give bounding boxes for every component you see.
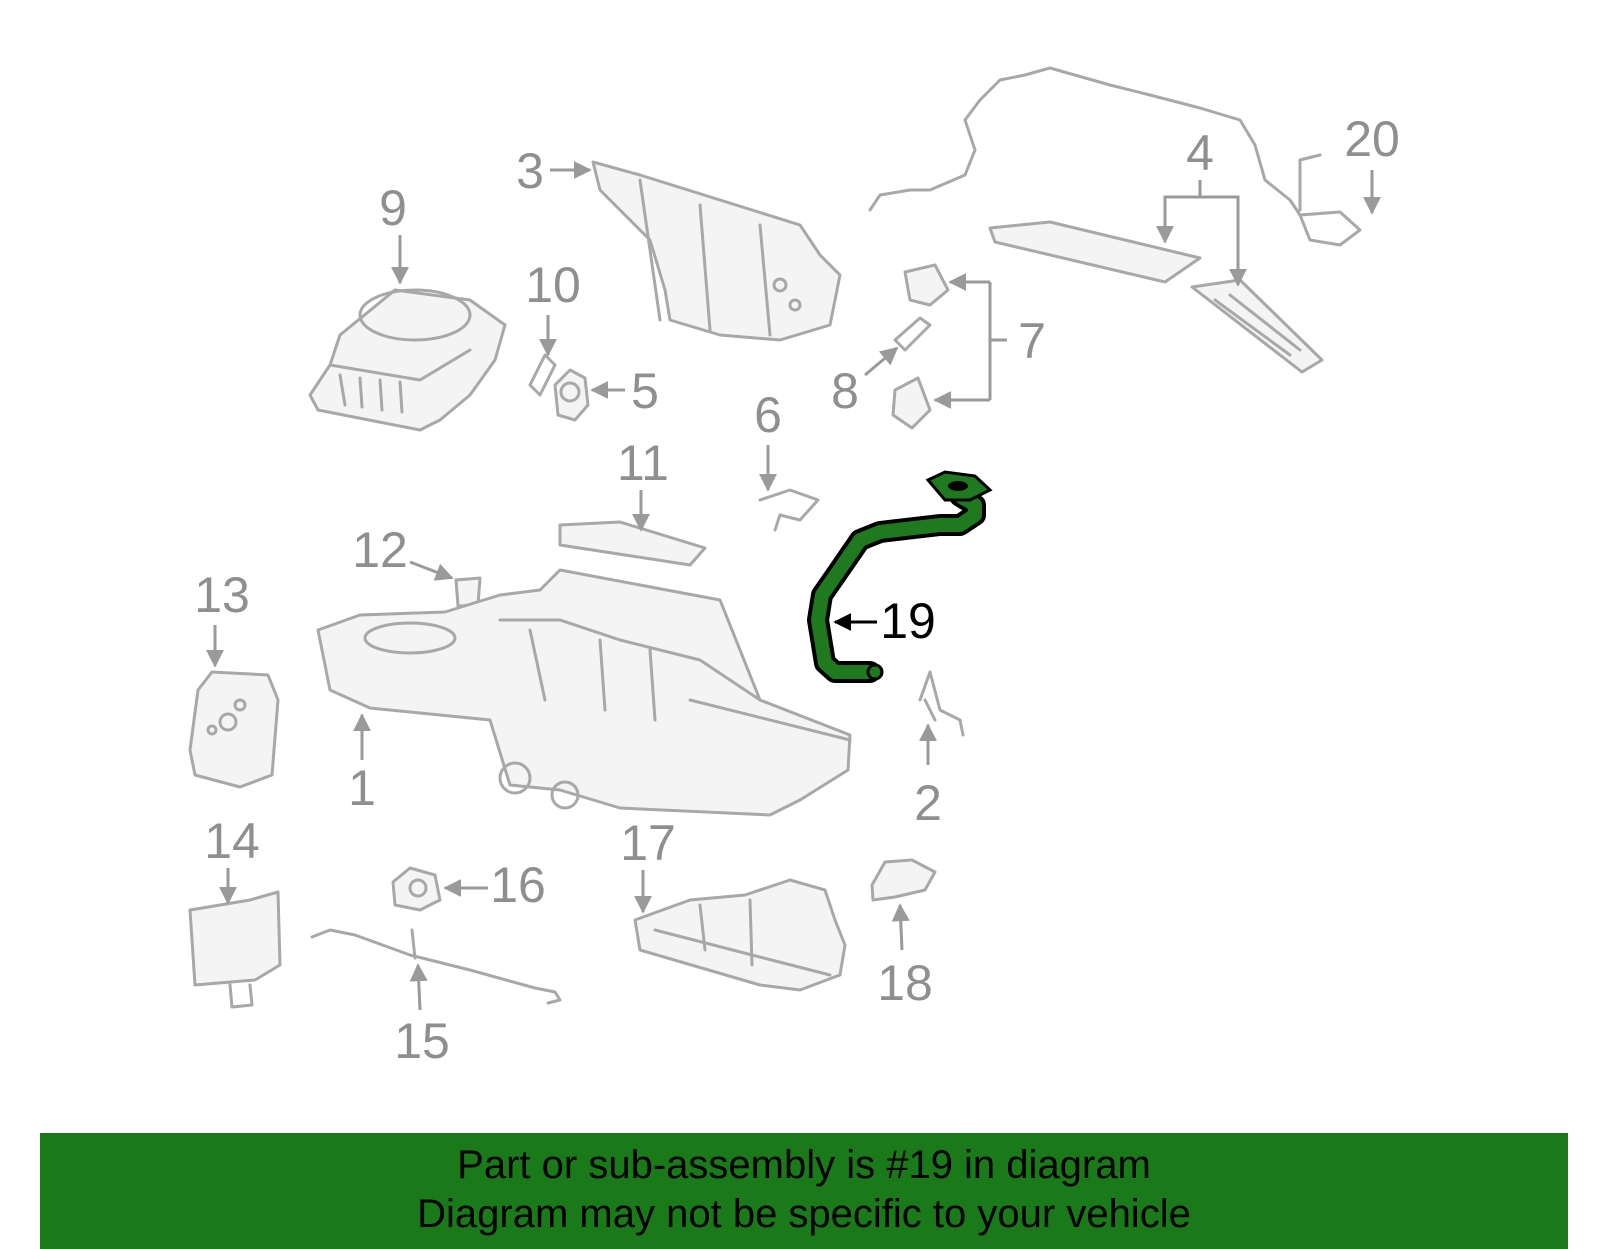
part-15-cable [310,928,562,1005]
part-13-filter-cover [188,670,280,789]
callout-9: 9 [379,180,407,236]
callout-12: 12 [352,522,408,578]
part-16-actuator [391,866,442,912]
part-5-actuator [553,368,590,422]
part-17-duct-assembly [633,878,847,992]
part-4-filter-panels [988,220,1324,374]
callout-2: 2 [914,775,942,831]
part-19-highlighted-tube [807,470,993,683]
callout-1: 1 [348,760,376,816]
callout-3: 3 [516,143,544,199]
banner-line-2: Diagram may not be specific to your vehi… [417,1192,1191,1236]
part-9-blower-housing [308,288,507,432]
part-1-hvac-case [316,568,852,817]
info-banner: Part or sub-assembly is #19 in diagram D… [40,1133,1568,1249]
part-18-door [870,858,937,902]
callout-14: 14 [204,813,260,869]
callout-18: 18 [877,955,933,1011]
callout-20: 20 [1344,111,1400,167]
callout-5: 5 [631,363,659,419]
callout-15: 15 [394,1013,450,1069]
callout-4: 4 [1186,125,1214,181]
part-6-clip [758,488,820,532]
callout-6: 6 [754,387,782,443]
part-8-lever [893,316,932,352]
callout-16: 16 [490,857,546,913]
part-11-duct-cover [558,520,707,567]
banner-line-1: Part or sub-assembly is #19 in diagram [457,1143,1151,1187]
part-20-harness [868,66,1362,247]
callout-13: 13 [194,567,250,623]
callout-8: 8 [831,363,859,419]
callout-10: 10 [525,257,581,313]
part-3-panel [591,160,842,342]
part-2-clamp [918,670,965,737]
part-14-duct [188,890,282,1009]
callout-19: 19 [880,593,936,649]
part-7-actuators [891,263,950,430]
callout-17: 17 [620,815,676,871]
callout-11: 11 [617,435,669,491]
callout-7: 7 [1018,313,1046,369]
part-10-bracket [528,353,557,397]
